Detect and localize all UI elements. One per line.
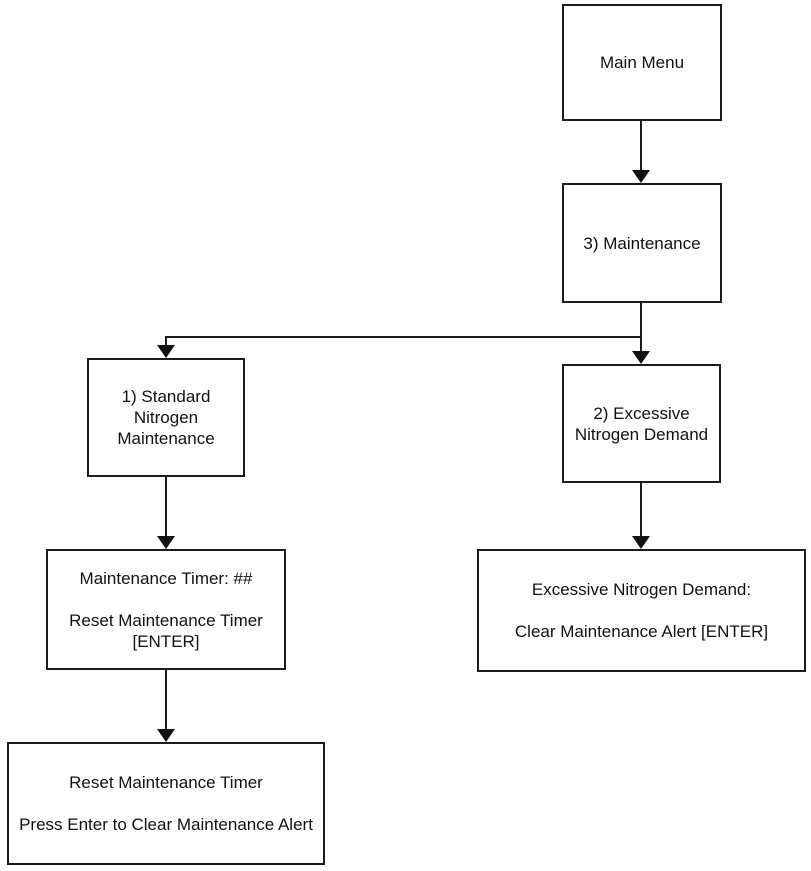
node-reset-line-2: Press Enter to Clear Maintenance Alert — [19, 815, 313, 834]
node-main-menu: Main Menu — [562, 4, 722, 121]
node-excessive-screen-line-1: Excessive Nitrogen Demand: — [531, 580, 752, 599]
node-excessive-nitrogen-demand: 2) Excessive Nitrogen Demand — [562, 364, 721, 483]
node-reset-timer-screen: Reset Maintenance Timer Press Enter to C… — [7, 742, 325, 865]
connector-standard-to-timer — [165, 477, 167, 538]
connector-timer-to-reset — [165, 670, 167, 731]
node-excessive-screen-line-2: Clear Maintenance Alert [ENTER] — [514, 622, 769, 641]
connector-maintenance-down-stub — [640, 303, 642, 338]
node-maintenance-menu: 3) Maintenance — [562, 183, 722, 303]
node-excessive-line-2: Nitrogen Demand — [574, 424, 709, 444]
node-standard-line-1: 1) Standard — [121, 387, 211, 406]
node-excessive-screen-line-spacer — [479, 600, 804, 621]
node-standard-line-2: Nitrogen — [133, 408, 199, 427]
node-excessive-demand-screen: Excessive Nitrogen Demand: Clear Mainten… — [477, 549, 806, 672]
node-timer-line-2: Reset Maintenance Timer — [69, 610, 263, 630]
arrowhead-into-standard-nitrogen — [157, 345, 175, 358]
connector-branch-left-drop — [165, 336, 167, 347]
arrowhead-into-excessive-nitrogen — [632, 351, 650, 364]
node-timer-line-spacer — [48, 589, 284, 610]
node-reset-line-1: Reset Maintenance Timer — [69, 773, 263, 792]
node-maintenance-menu-label: 3) Maintenance — [583, 233, 701, 253]
arrowhead-into-reset-timer-screen — [157, 729, 175, 742]
connector-excessive-to-screen — [640, 483, 642, 538]
node-timer-line-3: [ENTER] — [132, 631, 200, 651]
node-main-menu-label: Main Menu — [599, 53, 685, 72]
connector-branch-horizontal — [165, 336, 642, 338]
node-standard-line-3: Maintenance — [117, 429, 215, 448]
connector-main-menu-to-maintenance — [640, 121, 642, 173]
node-timer-line-1: Maintenance Timer: ## — [79, 568, 253, 588]
node-maintenance-timer-screen: Maintenance Timer: ## Reset Maintenance … — [46, 549, 286, 670]
node-standard-nitrogen-maintenance: 1) Standard Nitrogen Maintenance — [87, 358, 245, 477]
node-reset-line-spacer — [9, 793, 323, 814]
arrowhead-into-excessive-demand-screen — [632, 536, 650, 549]
connector-branch-right-drop — [640, 336, 642, 353]
arrowhead-into-maintenance — [632, 170, 650, 183]
arrowhead-into-maintenance-timer — [157, 536, 175, 549]
node-excessive-line-1: 2) Excessive — [593, 403, 690, 423]
